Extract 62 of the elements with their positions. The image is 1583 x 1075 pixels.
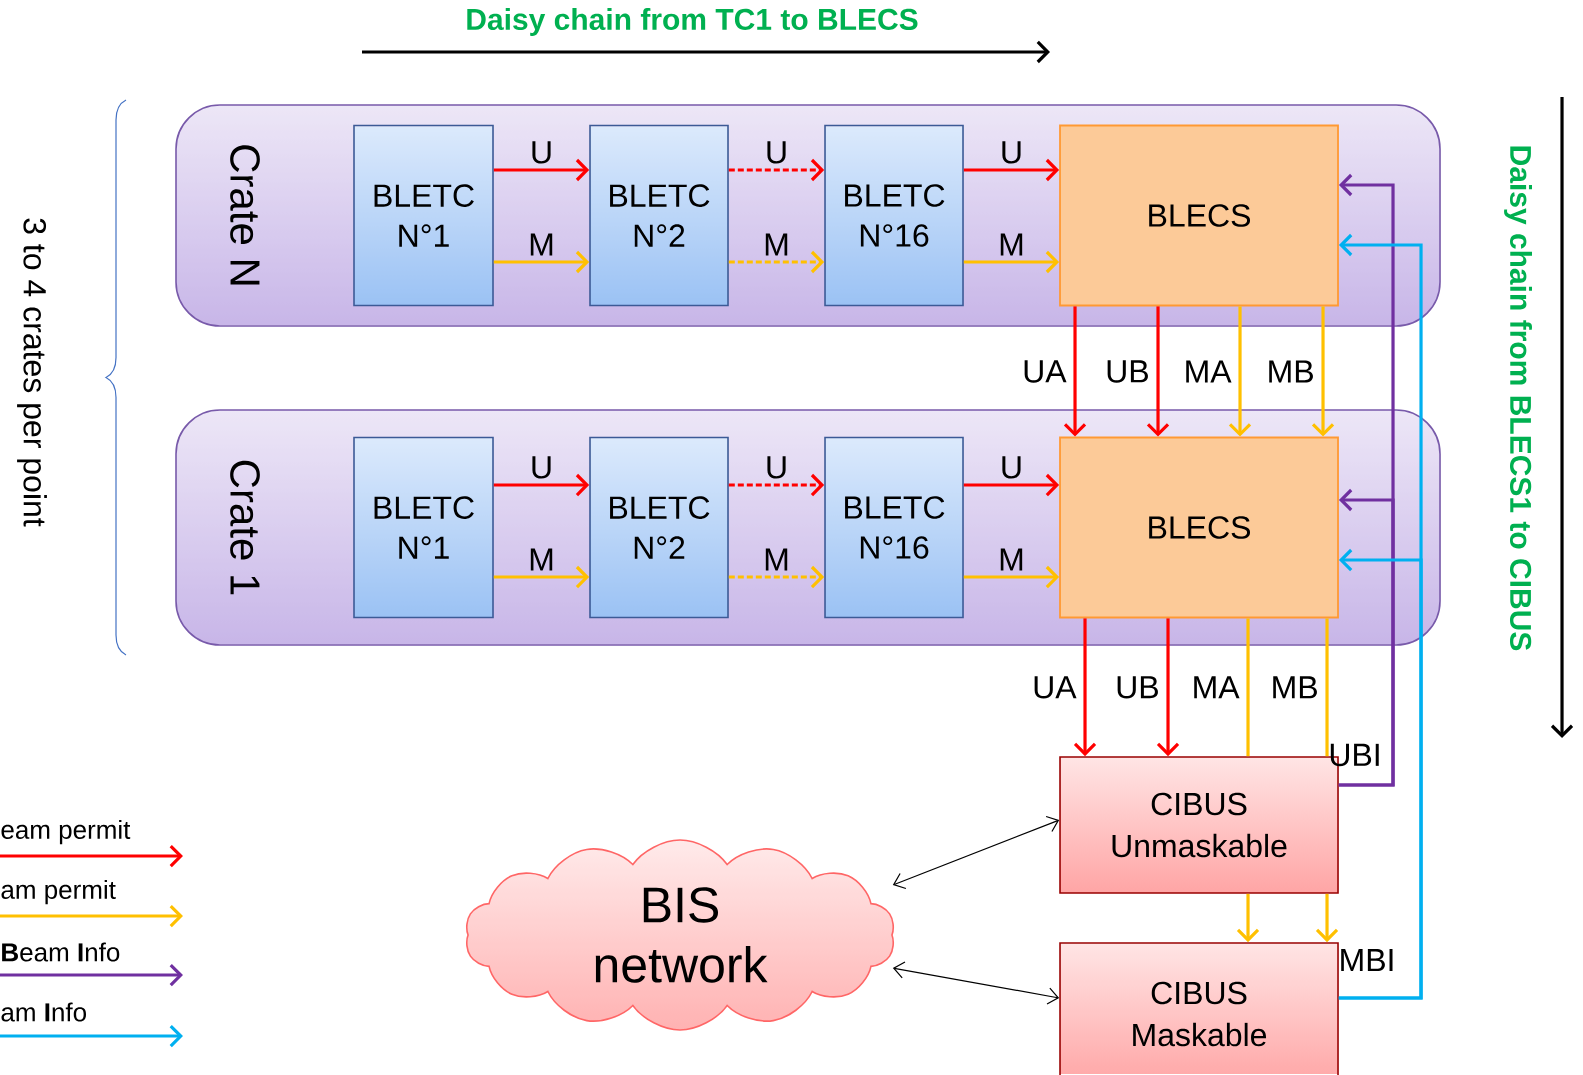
chain-label: Daisy chain from BLECS1 to CIBUS [1504, 146, 1532, 651]
arrow [963, 473, 1060, 497]
arrow [1338, 488, 1395, 787]
edge-label: M [1000, 233, 1023, 256]
edge-label: U [1002, 141, 1021, 164]
brace-label: 3 to 4 crates per point [17, 218, 47, 527]
edge-label: M [530, 233, 553, 256]
edge-label: U [767, 456, 786, 479]
arrow [493, 158, 590, 182]
edge-label: M [765, 548, 788, 571]
edge-label: U [532, 141, 551, 164]
arrow [728, 473, 825, 497]
arrow [1073, 618, 1097, 757]
bletc-box: BLETC N°1 [353, 436, 494, 619]
edge-label: UB [1117, 676, 1158, 699]
arrow [1228, 306, 1252, 437]
arrow [1311, 306, 1335, 437]
edge-label: M [765, 233, 788, 256]
edge-label: UB [1107, 360, 1148, 383]
edge-label: MA [1194, 676, 1240, 699]
legend-label: eam permit [1, 819, 131, 845]
arrow [728, 565, 825, 589]
edge-label: U [532, 456, 551, 479]
edge-label: M [530, 548, 553, 571]
edge-label: MB [1273, 676, 1317, 699]
edge-label: UA [1024, 360, 1067, 383]
bletc-box: BLETC N°16 [824, 436, 964, 619]
arrow [1338, 548, 1423, 1000]
arrow [493, 250, 590, 274]
arrow [1315, 893, 1339, 943]
bletc-box: BLETC N°2 [589, 124, 729, 307]
blecs-box: BLECS [1059, 124, 1339, 307]
edge-label: U [1002, 456, 1021, 479]
edge-label: MA [1186, 360, 1232, 383]
arrow [963, 565, 1060, 589]
edge-label: UA [1034, 676, 1077, 699]
arrow [493, 565, 590, 589]
legend-label: am Info [1, 1002, 86, 1022]
arrow [892, 961, 1060, 1005]
bletc-box: BLETC N°1 [353, 124, 494, 307]
bletc-box: BLETC N°16 [824, 124, 964, 307]
edge-label: MBI [1341, 949, 1393, 971]
legend-label: Beam Info [2, 942, 120, 962]
arrow [1063, 306, 1087, 437]
arrow [1236, 893, 1260, 943]
arrow [493, 473, 590, 497]
arrow [728, 250, 825, 274]
arrow [892, 815, 1060, 890]
arrow [963, 158, 1060, 182]
chain-label: Daisy chain from TC1 to BLECS [467, 8, 918, 36]
network-cloud: BIS network [466, 839, 895, 1031]
arrow [1146, 306, 1170, 437]
bletc-box: BLETC N°2 [589, 436, 729, 619]
edge-label: U [767, 141, 786, 164]
edge-label: M [1000, 548, 1023, 571]
cibus-box: CIBUS Maskable [1059, 942, 1339, 1075]
arrow [728, 158, 825, 182]
edge-label: MB [1269, 360, 1313, 383]
legend-label: am permit [1, 879, 116, 905]
blecs-box: BLECS [1059, 436, 1339, 619]
arrow [1156, 618, 1180, 757]
arrow [963, 250, 1060, 274]
